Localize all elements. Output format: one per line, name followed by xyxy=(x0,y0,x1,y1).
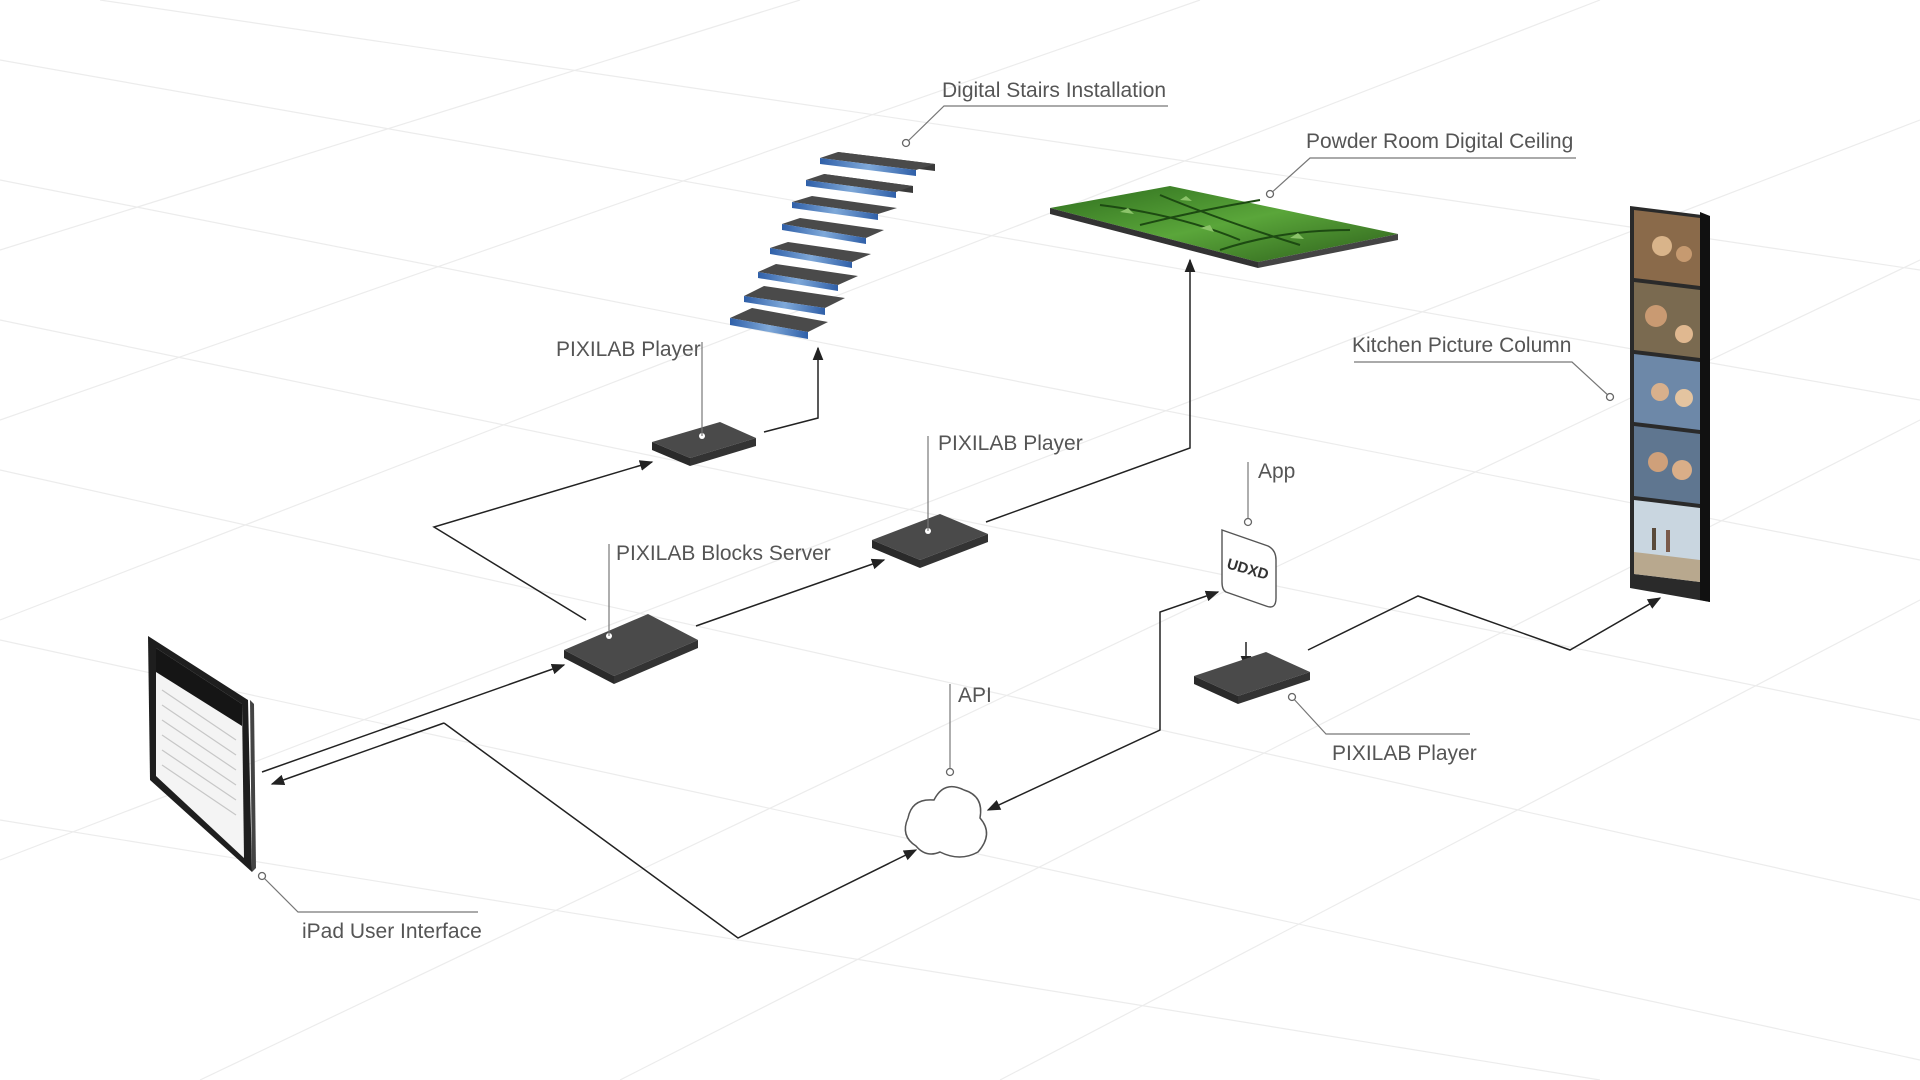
stair-step xyxy=(782,218,884,244)
label-blocks-server: PIXILAB Blocks Server xyxy=(616,542,831,565)
photo-panel xyxy=(1634,210,1700,286)
digital-ceiling xyxy=(1050,186,1398,268)
server-box xyxy=(564,614,698,684)
photo-panel xyxy=(1634,354,1700,430)
label-digital-stairs: Digital Stairs Installation xyxy=(942,79,1166,102)
stair-step xyxy=(744,286,845,315)
ipad-device xyxy=(148,636,256,872)
label-kitchen-column: Kitchen Picture Column xyxy=(1352,334,1571,357)
leaders xyxy=(257,105,1615,913)
stair-step xyxy=(758,264,858,291)
stair-step xyxy=(730,308,828,339)
photo-panel xyxy=(1634,282,1700,358)
media-player-icon xyxy=(652,422,756,466)
stair-step xyxy=(806,174,913,198)
label-player-mid: PIXILAB Player xyxy=(938,432,1083,455)
label-app: App xyxy=(1258,460,1295,483)
app-icon: UDXD xyxy=(1221,529,1277,608)
stair-step xyxy=(792,196,897,220)
media-player-icon xyxy=(1194,652,1310,704)
label-player-top: PIXILAB Player xyxy=(556,338,701,361)
label-ipad-ui: iPad User Interface xyxy=(302,920,482,943)
label-player-right: PIXILAB Player xyxy=(1332,742,1477,765)
cloud-icon xyxy=(904,785,988,858)
stair-step xyxy=(820,152,935,176)
digital-stairs xyxy=(730,152,935,339)
kitchen-picture-column xyxy=(1630,206,1710,602)
photo-panel xyxy=(1634,426,1700,504)
photo-panel xyxy=(1634,500,1700,582)
label-api: API xyxy=(958,684,992,707)
media-player-icon xyxy=(872,514,988,568)
stair-step xyxy=(770,242,871,268)
label-powder-room-ceiling: Powder Room Digital Ceiling xyxy=(1306,130,1573,153)
